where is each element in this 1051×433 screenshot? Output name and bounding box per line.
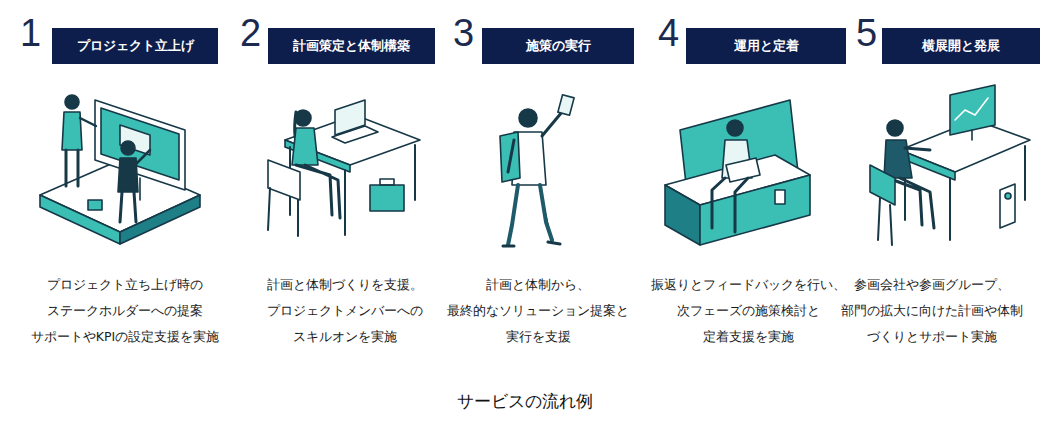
step-description: 参画会社や参画グループ、 部門の拡大に向けた計画や体制 づくりとサポート実施 xyxy=(817,272,1047,350)
step-title: 横展開と発展 xyxy=(882,28,1040,64)
step-description: プロジェクト立ち上げ時の ステークホルダーへの提案 サポートやKPIの設定支援を… xyxy=(10,272,240,350)
expansion-illustration xyxy=(870,85,1030,245)
execution-illustration xyxy=(500,95,574,246)
operation-illustration xyxy=(665,100,810,245)
step-title: 施策の実行 xyxy=(482,28,634,64)
step-title: 計画策定と体制構築 xyxy=(268,28,435,64)
step-number: 5 xyxy=(856,12,877,54)
step-box: 3施策の実行 xyxy=(453,12,673,72)
step-number: 2 xyxy=(240,12,261,54)
step-number: 1 xyxy=(20,12,41,54)
step-title: プロジェクト立上げ xyxy=(52,28,218,64)
step-box: 1 プロジェクト立上げ xyxy=(20,12,240,72)
step-description: 振返りとフィードバックを行い、 次フェーズの施策検討と 定着支援を実施 xyxy=(633,272,863,350)
step-description: 計画と体制づくりを支援。 プロジェクトメンバーへの スキルオンを実施 xyxy=(230,272,460,350)
step-box: 2計画策定と体制構築 xyxy=(240,12,460,72)
step-number: 4 xyxy=(658,12,679,54)
step-number: 3 xyxy=(453,12,474,54)
caption: サービスの流れ例 xyxy=(457,390,593,413)
planning-illustration xyxy=(268,100,420,236)
step-title: 運用と定着 xyxy=(686,28,846,64)
step-box: 4運用と定着 xyxy=(658,12,878,72)
step-description: 計画と体制から、 最終的なソリューション提案と 実行を支援 xyxy=(423,272,653,350)
presentation-illustration xyxy=(40,95,200,244)
step-box: 5横展開と発展 xyxy=(856,12,1051,72)
